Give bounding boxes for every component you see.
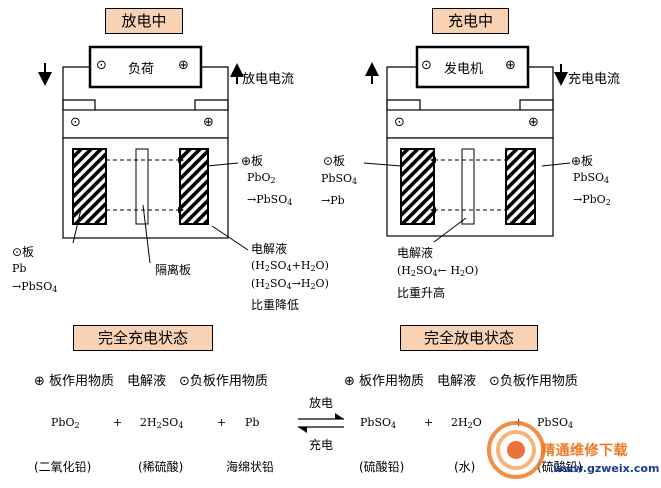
right-battery-lid [386,109,554,139]
eq-discharge-label: 放电 [309,396,334,410]
left-battery-lid [62,109,229,139]
left-lid-pos-icon: ⊕ [203,115,214,130]
left-pos-plate-from: PbO2 [247,171,276,185]
load-label: 负荷 [128,62,155,77]
left-separator [135,148,149,225]
eq-pbso4-right: PbSO4 [537,416,574,430]
watermark-url: www.gzweix.com [553,462,660,475]
left-gravity-label: 比重降低 [251,298,300,312]
eq-pb: Pb [245,416,260,429]
name-pbso4: (硫酸铅) [359,460,405,474]
left-pos-plate-label: ⊕板 [241,154,264,168]
left-neg-symbol: ⊙ [96,58,107,73]
left-negative-plate [72,148,107,225]
right-lid-pos-icon: ⊕ [528,115,539,130]
charge-title: 充电中 [432,8,509,34]
generator-label: 发电机 [444,62,484,77]
left-neg-plate-from: Pb [12,262,27,275]
right-battery [363,45,571,243]
discharge-title: 放电中 [105,8,183,34]
left-positive-plate [179,148,209,225]
right-negative-plate [400,148,435,225]
right-lid-neg-icon: ⊙ [394,115,405,130]
right-neg-symbol: ⊙ [421,58,432,73]
eq-plus-3: + [424,416,434,429]
left-neg-plate-label: ⊙板 [12,245,35,259]
full-charge-state: 完全充电状态 [73,325,213,351]
right-pos-symbol: ⊕ [505,58,516,73]
eq-charge-label: 充电 [309,438,334,452]
right-pos-plate-label: ⊕板 [571,154,594,168]
equation-header-right: ⊕ 板作用物质 电解液 ⊙负板作用物质 [344,374,578,389]
eq-plus-1: + [113,416,123,429]
eq-pbo2: PbO2 [51,416,80,430]
right-gravity-label: 比重升高 [397,286,446,300]
right-separator [461,148,475,225]
left-pos-symbol: ⊕ [178,58,189,73]
left-electrolyte-line1: (H2SO4+H2O) [251,259,329,273]
left-lid-neg-icon: ⊙ [70,115,81,130]
eq-h2so4: 2H2SO4 [140,416,184,430]
right-electrolyte-line1: (H2SO4← H2O) [397,264,479,278]
left-battery [62,45,249,264]
left-pos-plate-to: →PbSO4 [247,193,293,207]
eq-pbso4-left: PbSO4 [360,416,397,430]
right-pos-plate-from: PbSO4 [573,171,610,185]
eq-h2o: 2H2O [451,416,482,430]
equation-header-left: ⊕ 板作用物质 电解液 ⊙负板作用物质 [34,374,268,389]
watermark-logo-icon [487,421,545,479]
name-pbso4-b: (硫酸铅) [537,460,583,474]
watermark-name: 精通维修下载 [541,443,628,459]
eq-plus-2: + [217,416,227,429]
charge-current-label: 充电电流 [568,72,621,87]
right-neg-plate-to: →Pb [321,194,345,207]
right-electrolyte-label: 电解液 [397,246,434,260]
right-pos-plate-to: →PbO2 [573,193,611,207]
name-h2so4: (稀硫酸) [138,460,184,474]
right-positive-plate [505,148,536,225]
left-electrolyte-line2: (H2SO4→H2O) [251,277,329,291]
left-electrolyte-label: 电解液 [251,242,288,256]
full-discharge-state: 完全放电状态 [400,325,538,351]
name-pb: 海绵状铅 [226,460,275,474]
separator-label: 隔离板 [155,263,192,277]
discharge-current-label: 放电电流 [242,72,295,87]
name-pbo2: (二氧化铅) [34,460,92,474]
right-neg-plate-from: PbSO4 [321,172,358,186]
right-neg-plate-label: ⊙板 [323,154,346,168]
name-h2o: (水) [454,460,476,474]
left-neg-plate-to: →PbSO4 [12,280,58,294]
